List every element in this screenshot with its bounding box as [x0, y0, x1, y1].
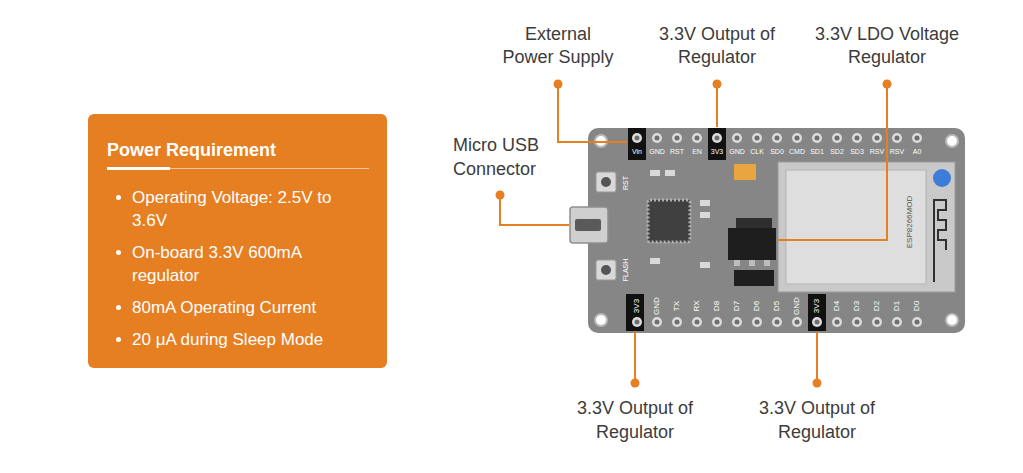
pin-label: TX [672, 291, 682, 321]
callout-label: Micro USB Connector [453, 133, 553, 181]
bullet-item: Operating Voltage: 2.5V to 3.6V [107, 186, 369, 232]
callout-label: 3.3V Output of Regulator [647, 23, 787, 69]
pin-label: RSV [882, 147, 912, 157]
module-label: ESP8266MOD [905, 182, 915, 262]
bullet-dot [116, 337, 121, 342]
callout-label: 3.3V LDO Voltage Regulator [807, 23, 967, 69]
callout-label: 3.3V Output of Regulator [565, 396, 705, 444]
pin-label: D4 [832, 291, 842, 321]
capacitor [734, 164, 756, 180]
pin-label: D1 [892, 291, 902, 321]
heading-rule [107, 167, 369, 170]
bullet-dot [116, 195, 121, 200]
pin-label: D8 [712, 291, 722, 321]
spec-item: 80mA Operating Current [132, 296, 369, 319]
pin-label: D7 [732, 291, 742, 321]
pin-label: Vin [622, 147, 652, 157]
pin-label: SD2 [822, 147, 852, 157]
bullet-dot [116, 250, 121, 255]
pin-label: SD1 [802, 147, 832, 157]
panel-heading: Power Requirement [107, 138, 369, 162]
leader-line [500, 84, 887, 383]
pin-header [627, 312, 927, 332]
pcb-board [588, 128, 965, 333]
spec-item: 20 μA during Sleep Mode [132, 328, 369, 351]
callout-label: External Power Supply [500, 23, 617, 69]
pin-label: D6 [752, 291, 762, 321]
pin-label: D3 [852, 291, 862, 321]
pin-label: EN [682, 147, 712, 157]
usb-connector [570, 207, 608, 243]
pin-label: GND [642, 147, 672, 157]
spec-panel: Power RequirementOperating Voltage: 2.5V… [88, 114, 387, 368]
push-button [596, 172, 616, 280]
callout-label: 3.3V Output of Regulator [747, 396, 887, 444]
bullet-item: 20 μA during Sleep Mode [107, 328, 369, 351]
pin-header [627, 128, 927, 148]
spec-item: Operating Voltage: 2.5V to 3.6V [132, 186, 369, 232]
leader-dot [496, 80, 892, 388]
rule-accent [107, 167, 170, 170]
bullet-item: 80mA Operating Current [107, 296, 369, 319]
pin-label: SD0 [762, 147, 792, 157]
usb-uart-chip [648, 200, 690, 242]
pin-label: GND [722, 147, 752, 157]
button-label: FLASH [621, 250, 631, 290]
pin-label: SD3 [842, 147, 872, 157]
pin-label: D5 [772, 291, 782, 321]
smd-component [650, 170, 710, 268]
pin-label: RST [662, 147, 692, 157]
pin-label: D0 [912, 291, 922, 321]
pin-label: 3V3 [702, 147, 732, 157]
pin-label: A0 [902, 147, 932, 157]
pin-label: 3V3 [632, 291, 642, 321]
bullet-item: On-board 3.3V 600mA regulator [107, 241, 369, 287]
pin-label: GND [792, 291, 802, 321]
pin-label: RSV [862, 147, 892, 157]
pin-label: CLK [742, 147, 772, 157]
spec-item: On-board 3.3V 600mA regulator [132, 241, 369, 287]
button-label: RST [621, 168, 631, 198]
pin-label: D2 [872, 291, 882, 321]
mounting-hole [595, 135, 958, 326]
pin-label: RX [692, 291, 702, 321]
pin-label: 3V3 [812, 291, 822, 321]
bullet-dot [116, 305, 121, 310]
pin-label: CMD [782, 147, 812, 157]
pin-label: GND [652, 291, 662, 321]
ldo-regulator [728, 218, 776, 286]
esp-module [778, 162, 955, 292]
